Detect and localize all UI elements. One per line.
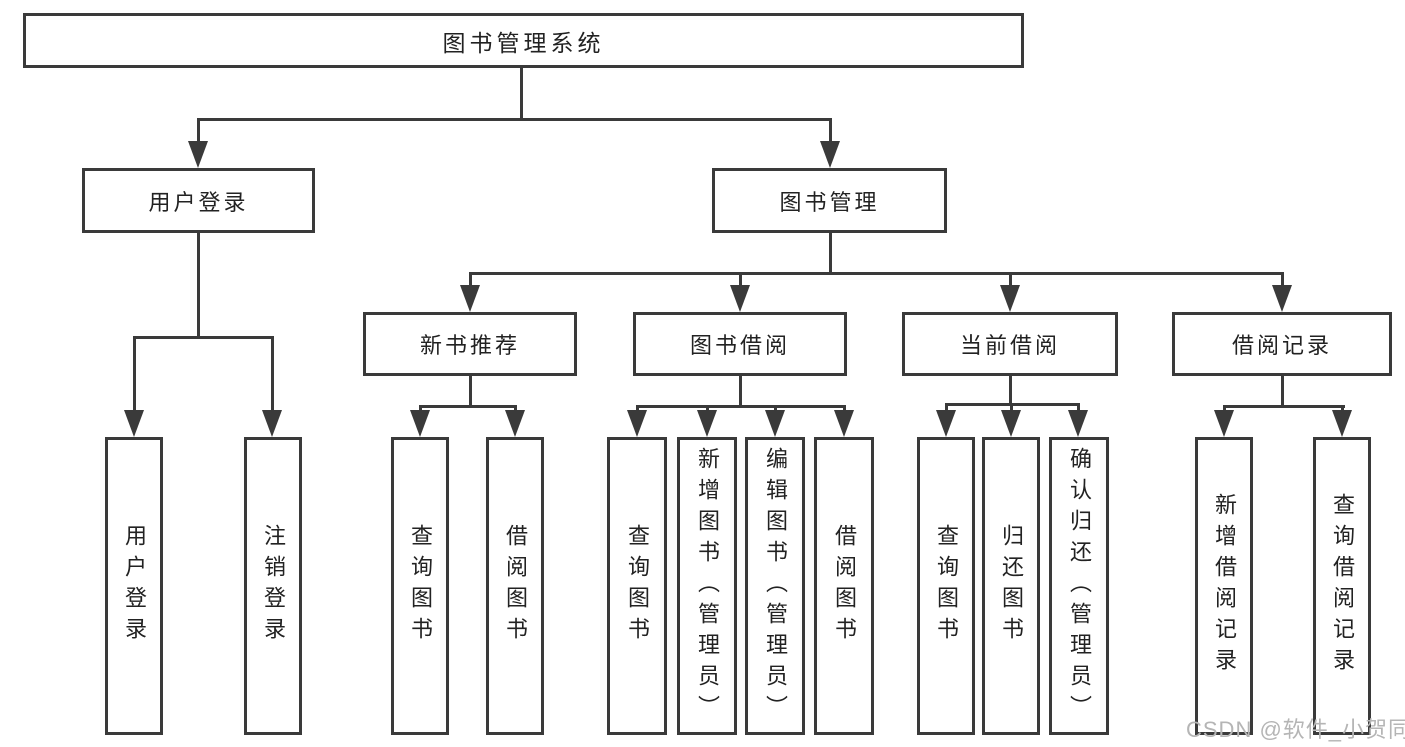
leaf-label: 新增图书（管理员） <box>695 446 720 726</box>
connector-stem-bb-add <box>706 405 709 412</box>
arrowhead-borrow-record <box>1272 285 1292 312</box>
connector-stem-nb-borrow <box>514 405 517 412</box>
leaf-label: 编辑图书（管理员） <box>763 446 788 726</box>
node-new-book-recommend: 新书推荐 <box>363 312 577 376</box>
leaf-label: 查询图书 <box>408 524 433 648</box>
node-leaf-bookborrow-add: 新增图书（管理员） <box>677 437 737 735</box>
leaf-label: 新增借阅记录 <box>1212 493 1237 679</box>
connector-level3-rail <box>469 272 1283 275</box>
connector-stem-nb-query <box>419 405 422 412</box>
arrowhead-leaf-logout <box>262 410 282 437</box>
arrowhead-leaf-login <box>124 410 144 437</box>
arrowhead-book-borrow <box>730 285 750 312</box>
connector-book-borrow-stem <box>739 376 742 405</box>
connector-stem-cb-query <box>945 403 948 412</box>
node-leaf-current-return: 归还图书 <box>982 437 1040 735</box>
connector-level2-rail <box>197 118 832 121</box>
connector-stem-new-book <box>469 272 472 287</box>
node-leaf-bookborrow-edit: 编辑图书（管理员） <box>745 437 805 735</box>
arrowhead-nb-borrow <box>505 410 525 437</box>
node-leaf-current-query: 查询图书 <box>917 437 975 735</box>
connector-stem-user-login <box>197 118 200 144</box>
connector-stem-book-management <box>829 118 832 144</box>
connector-current-borrow-stem <box>1009 376 1012 403</box>
node-book-management: 图书管理 <box>712 168 947 233</box>
connector-stem-borrow-record <box>1281 272 1284 287</box>
connector-borrow-record-rail <box>1223 405 1345 408</box>
node-book-borrow: 图书借阅 <box>633 312 847 376</box>
node-leaf-bookborrow-query: 查询图书 <box>607 437 667 735</box>
connector-user-login-stem <box>197 233 200 336</box>
connector-stem-leaf-login <box>133 336 136 412</box>
connector-stem-current-borrow <box>1009 272 1012 287</box>
connector-stem-bb-borrow <box>843 405 846 412</box>
leaf-label: 注销登录 <box>261 524 286 648</box>
connector-user-login-rail <box>133 336 274 339</box>
connector-stem-bb-edit <box>774 405 777 412</box>
node-leaf-newbook-borrow: 借阅图书 <box>486 437 544 735</box>
connector-new-book-stem <box>469 376 472 405</box>
watermark-text: CSDN @软件_小贺同学 <box>1186 717 1405 742</box>
arrowhead-br-add <box>1214 410 1234 437</box>
arrowhead-book-management <box>820 141 840 168</box>
node-user-login: 用户登录 <box>82 168 315 233</box>
arrowhead-bb-borrow <box>834 410 854 437</box>
arrowhead-nb-query <box>410 410 430 437</box>
node-library-system: 图书管理系统 <box>23 13 1024 68</box>
connector-book-management-stem <box>829 233 832 272</box>
node-leaf-user-login: 用户登录 <box>105 437 163 735</box>
leaf-label: 用户登录 <box>122 524 147 648</box>
arrowhead-bb-query <box>627 410 647 437</box>
leaf-label: 借阅图书 <box>832 524 857 648</box>
connector-stem-br-add <box>1223 405 1226 412</box>
connector-new-book-rail <box>419 405 517 408</box>
connector-stem-cb-confirm <box>1077 403 1080 412</box>
arrowhead-bb-edit <box>765 410 785 437</box>
leaf-label: 查询借阅记录 <box>1330 493 1355 679</box>
node-leaf-bookborrow-borrow: 借阅图书 <box>814 437 874 735</box>
node-leaf-record-query: 查询借阅记录 <box>1313 437 1371 735</box>
connector-stem-cb-return <box>1010 403 1013 412</box>
arrowhead-cb-return <box>1001 410 1021 437</box>
connector-book-borrow-rail <box>636 405 846 408</box>
node-leaf-newbook-query: 查询图书 <box>391 437 449 735</box>
node-current-borrow: 当前借阅 <box>902 312 1118 376</box>
leaf-label: 查询图书 <box>625 524 650 648</box>
node-leaf-record-add: 新增借阅记录 <box>1195 437 1253 735</box>
arrowhead-br-query <box>1332 410 1352 437</box>
connector-root-stem <box>520 68 523 118</box>
connector-stem-leaf-logout <box>271 336 274 412</box>
node-borrow-record: 借阅记录 <box>1172 312 1392 376</box>
arrowhead-new-book <box>460 285 480 312</box>
leaf-label: 查询图书 <box>934 524 959 648</box>
arrowhead-current-borrow <box>1000 285 1020 312</box>
connector-borrow-record-stem <box>1281 376 1284 405</box>
connector-stem-book-borrow <box>739 272 742 287</box>
arrowhead-cb-query <box>936 410 956 437</box>
connector-stem-bb-query <box>636 405 639 412</box>
arrowhead-bb-add <box>697 410 717 437</box>
arrowhead-user-login <box>188 141 208 168</box>
node-leaf-logout: 注销登录 <box>244 437 302 735</box>
leaf-label: 借阅图书 <box>503 524 528 648</box>
leaf-label: 确认归还（管理员） <box>1067 446 1092 726</box>
node-leaf-current-confirm: 确认归还（管理员） <box>1049 437 1109 735</box>
connector-stem-br-query <box>1341 405 1344 412</box>
leaf-label: 归还图书 <box>999 524 1024 648</box>
arrowhead-cb-confirm <box>1068 410 1088 437</box>
